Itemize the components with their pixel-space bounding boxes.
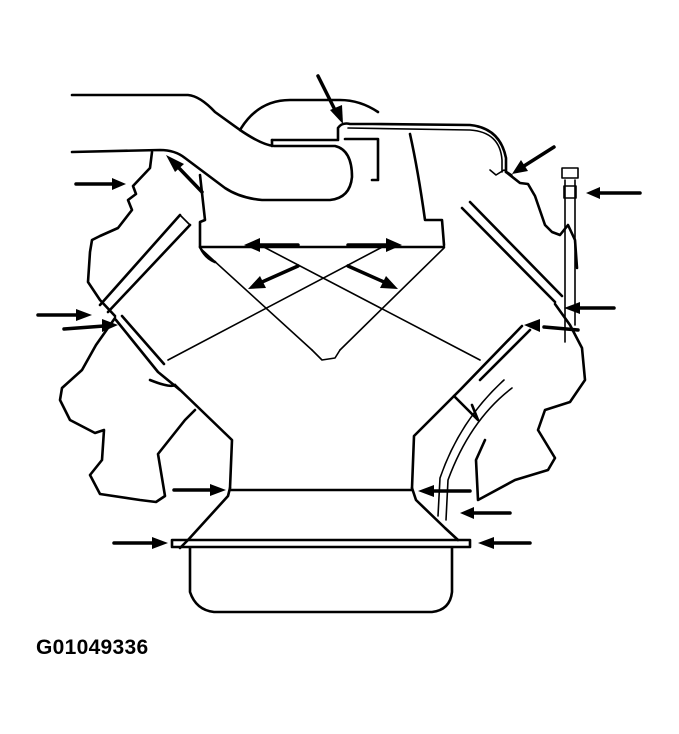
air-intake-duct [70,93,380,202]
callout-arrows [36,74,642,549]
intake-manifold-v [167,243,481,361]
intake-manifold-right-lower-arrow [346,264,398,289]
figure-id-label: G01049336 [36,636,149,659]
oil-pan-left-gasket-arrow [112,537,168,549]
intake-manifold-left-gasket-arrow [244,238,300,252]
oil-pan [170,538,472,614]
left-block-lower-arrow [172,484,226,496]
intake-manifold-left-lower-arrow [248,264,300,289]
left-cylinder-head-gasket-arrow [62,319,118,332]
left-hose-fitting-arrow [166,155,204,194]
right-block-lower-arrow [418,485,472,497]
intake-plenum [198,122,508,264]
left-cylinder-bank [58,150,234,550]
dipstick-tube-lower-arrow [460,507,512,519]
left-valve-cover-fitting-arrow [74,178,126,190]
oil-pan-right-gasket-arrow [478,537,532,549]
intake-tube-joint-arrow-top [316,74,343,124]
right-cylinder-bank [410,167,587,542]
right-cylinder-head-gasket-arrow [524,319,580,332]
intake-manifold-right-gasket-arrow [346,238,402,252]
right-valve-cover-gasket-arrow [564,302,616,314]
dipstick-tube [437,379,513,521]
right-hose-fitting-arrow [512,145,556,174]
vacuum-hose [347,127,513,176]
left-valve-cover-gasket-arrow [36,309,92,321]
dipstick-tube-arrow [586,187,642,199]
